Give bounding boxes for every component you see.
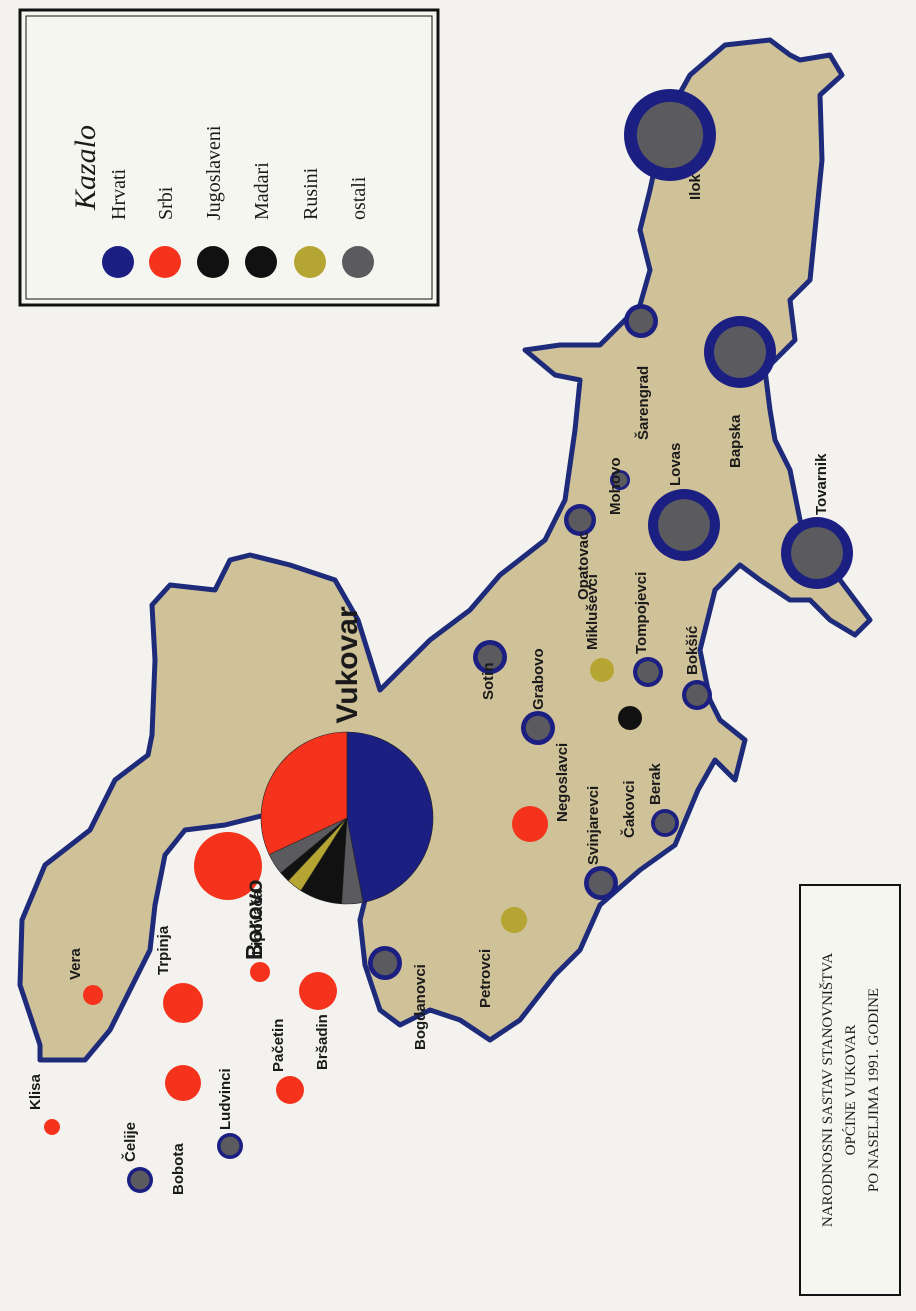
settlement-core-berak — [654, 812, 676, 834]
settlement-core-lovas — [658, 499, 710, 551]
city-label-vukovar: Vukovar — [331, 606, 364, 724]
settlement-label-bapska: Bapska — [727, 414, 744, 468]
legend: Kazalo Hrvati Srbi Jugoslaveni Madari Rusini… — [18, 8, 440, 307]
title-line-2: OPĆINE VUKOVAR — [842, 1025, 859, 1156]
settlement-label-miklusevci: Mikluševci — [584, 574, 601, 650]
settlement-label-grabovo: Grabovo — [530, 648, 547, 710]
settlement-core-bapska — [714, 326, 766, 378]
settlement-label-sotin: Sotin — [480, 663, 497, 701]
settlement-core-mohovo — [612, 472, 628, 488]
settlement-core-tompojevci — [637, 661, 659, 683]
title-line-3: PO NASELJIMA 1991. GODINE — [866, 988, 882, 1192]
settlement-core-grabovo — [525, 715, 551, 741]
legend-label-madari: Madari — [251, 162, 273, 220]
settlement-dot-borovo — [194, 832, 262, 900]
settlement-label-negoslavci: Negoslavci — [554, 743, 571, 822]
settlement-label-ludvinci: Ludvinci — [217, 1068, 234, 1130]
settlement-label-boksic: Bokšić — [684, 626, 701, 675]
title-box: NARODNOSNI SASTAV STANOVNIŠTVA OPĆINE VU… — [799, 884, 901, 1296]
vukovar-pie-chart — [260, 731, 434, 905]
settlement-core-boksic — [686, 684, 708, 706]
settlement-core-opatovac — [568, 508, 592, 532]
settlement-label-klisa: Klisa — [27, 1073, 44, 1110]
settlement-core-ludvinci — [220, 1136, 240, 1156]
settlement-label-brsadin: Bršadin — [314, 1014, 331, 1070]
settlement-label-sarengrad: Šarengrad — [634, 366, 652, 440]
legend-label-rusini: Rusini — [300, 167, 322, 220]
settlement-dot-pacetin — [276, 1076, 304, 1104]
legend-heading: Kazalo — [69, 125, 102, 211]
settlement-label-ilok: Ilok — [687, 174, 704, 200]
settlement-core-celije — [130, 1170, 150, 1190]
legend-label-ostali: ostali — [348, 176, 370, 220]
title-line-1: NARODNOSNI SASTAV STANOVNIŠTVA — [819, 953, 836, 1227]
legend-swatch-madari — [245, 246, 277, 278]
settlement-dot-brsadin — [299, 972, 337, 1010]
settlement-dot-vera — [83, 985, 103, 1005]
settlement-label-cakovci: Čakovci — [620, 780, 638, 838]
settlement-dot-lipovaca — [250, 962, 270, 982]
settlement-dot-cakovci — [618, 706, 642, 730]
settlement-dot-trpinja — [163, 983, 203, 1023]
pie-slice-srbi-6 — [260, 731, 348, 856]
legend-swatch-hrvati — [102, 246, 134, 278]
settlement-core-svinjarevci — [588, 870, 614, 896]
settlement-label-pacetin: Pačetin — [270, 1019, 287, 1072]
settlement-core-sotin — [477, 644, 503, 670]
settlement-label-petrovci: Petrovci — [477, 949, 494, 1008]
settlement-label-vera: Vera — [67, 948, 84, 980]
legend-swatch-ostali — [342, 246, 374, 278]
settlement-label-svinjarevci: Svinjarevci — [585, 786, 602, 865]
settlement-core-tovarnik — [791, 527, 843, 579]
legend-inner-frame — [25, 15, 433, 300]
title-frame — [799, 884, 901, 1296]
legend-label-jugoslaveni: Jugoslaveni — [203, 125, 225, 220]
settlement-label-borovo: Borovo — [241, 880, 267, 961]
settlement-label-tovarnik: Tovarnik — [813, 453, 830, 515]
settlement-label-lipovaca: Lipovača — [249, 889, 266, 955]
settlement-core-sarengrad — [628, 308, 654, 334]
settlement-label-bogdanovci: Bogdanovci — [412, 964, 429, 1050]
settlement-label-mohovo: Mohovo — [607, 458, 624, 516]
settlement-dot-petrovci — [501, 907, 527, 933]
settlement-label-opatovac: Opatovac — [575, 532, 592, 600]
legend-label-hrvati: Hrvati — [108, 168, 130, 220]
settlement-label-bobota: Bobota — [170, 1143, 187, 1195]
settlement-dot-miklusevci — [590, 658, 614, 682]
settlement-dot-negoslavci — [512, 806, 548, 842]
settlement-dot-klisa — [44, 1119, 60, 1135]
legend-swatch-srbi — [149, 246, 181, 278]
settlement-core-ilok — [636, 101, 704, 169]
legend-label-srbi: Srbi — [155, 186, 177, 220]
settlement-dot-bobota — [165, 1065, 201, 1101]
legend-swatch-rusini — [294, 246, 326, 278]
settlement-label-berak: Berak — [647, 763, 664, 805]
settlement-core-bogdanovci — [372, 950, 398, 976]
settlement-label-trpinja: Trpinja — [155, 925, 172, 975]
pie-slice-hrvati-0 — [346, 731, 434, 903]
legend-swatch-jugoslaveni — [197, 246, 229, 278]
settlement-label-tompojevci: Tompojevci — [633, 572, 650, 654]
settlement-label-celije: Čelije — [121, 1122, 139, 1162]
settlement-label-lovas: Lovas — [667, 443, 684, 486]
